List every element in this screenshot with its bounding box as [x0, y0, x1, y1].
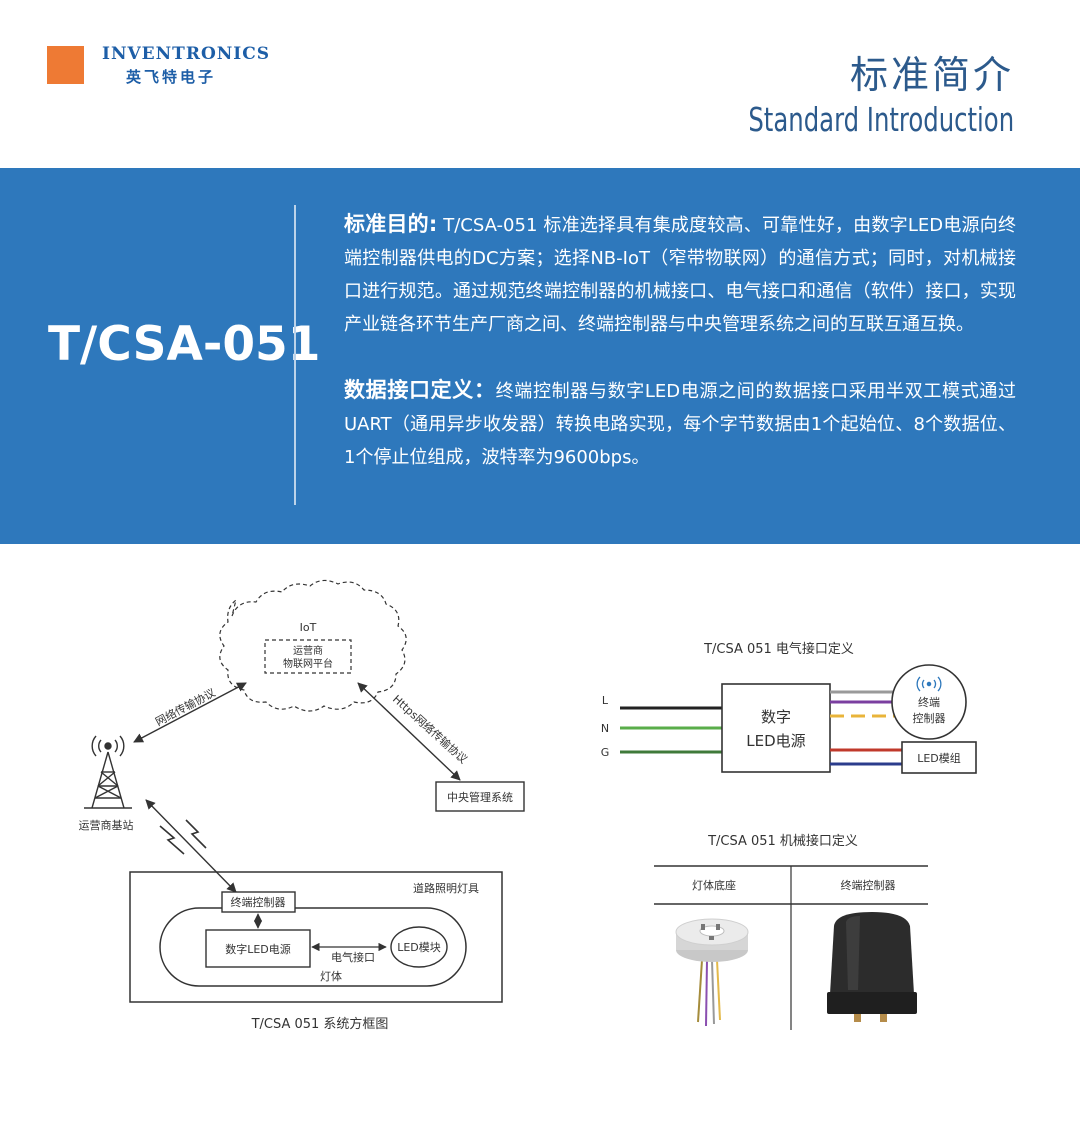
col-base-header: 灯体底座	[692, 878, 736, 892]
https-protocol-label: Https网络传输协议	[390, 692, 470, 766]
band-divider	[294, 205, 296, 505]
controller-label-1: 终端	[918, 695, 940, 709]
iot-platform-box	[264, 639, 352, 674]
base-station-label: 运营商基站	[79, 818, 134, 832]
street-light-label: 道路照明灯具	[413, 881, 479, 895]
lightning-icon	[159, 825, 185, 855]
electrical-caption: T/CSA 051 电气接口定义	[703, 641, 854, 657]
station-controller-arrow	[145, 799, 237, 893]
network-protocol-label: 网络传输协议	[153, 685, 218, 728]
wire-l-label: L	[602, 694, 609, 707]
central-system-box	[435, 781, 525, 812]
col-controller-header: 终端控制器	[841, 878, 896, 892]
platform-label-2: 物联网平台	[283, 657, 333, 670]
terminal-controller-label: 终端控制器	[231, 895, 286, 909]
driver-label-1: 数字	[761, 708, 791, 726]
base-station-icon	[84, 735, 132, 809]
interface-text: 终端控制器与数字LED电源之间的数据接口采用半双工模式通过UART（通用异步收发…	[344, 381, 1017, 468]
led-module-box-label: LED模组	[917, 751, 961, 765]
controller-label-2: 控制器	[913, 711, 946, 725]
logo-text-en: INVENTRONICS	[102, 44, 271, 64]
led-module-box	[901, 741, 977, 774]
electrical-interface-label: 电气接口	[331, 950, 375, 964]
lamp-body-shape	[159, 907, 467, 987]
interface-paragraph: 数据接口定义：终端控制器与数字LED电源之间的数据接口采用半双工模式通过UART…	[344, 374, 1016, 474]
street-light-box	[129, 871, 503, 1003]
led-driver-box	[205, 929, 311, 968]
iot-label: IoT	[300, 621, 317, 634]
system-diagram-caption: T/CSA 051 系统方框图	[251, 1016, 389, 1032]
lamp-body-label: 灯体	[320, 969, 342, 983]
standard-code: T/CSA-051	[48, 317, 321, 372]
controller-circle	[891, 664, 967, 740]
led-driver-label: 数字LED电源	[225, 942, 291, 956]
lamp-base-image	[675, 918, 749, 1027]
mechanical-caption: T/CSA 051 机械接口定义	[707, 833, 858, 849]
led-module-ellipse	[390, 926, 448, 968]
purpose-paragraph: 标准目的: T/CSA-051 标准选择具有集成度较高、可靠性好，由数字LED电…	[344, 208, 1016, 341]
intro-band	[0, 168, 1080, 544]
purpose-label: 标准目的:	[344, 212, 438, 236]
wire-g-label: G	[601, 746, 610, 759]
network-protocol-arrow	[133, 682, 247, 743]
page-title-cn: 标准简介	[849, 53, 1014, 97]
wifi-icon	[916, 676, 942, 692]
page-title-en: Standard Introduction	[748, 100, 1014, 139]
central-system-label: 中央管理系统	[447, 790, 513, 804]
wire-n-label: N	[601, 722, 609, 735]
terminal-controller-box	[221, 891, 296, 913]
led-module-label: LED模块	[397, 941, 441, 954]
platform-label-1: 运营商	[293, 644, 323, 657]
band-text: 标准目的: T/CSA-051 标准选择具有集成度较高、可靠性好，由数字LED电…	[344, 208, 1016, 474]
controller-product-image	[827, 912, 917, 1022]
interface-label: 数据接口定义：	[344, 378, 496, 402]
logo-mark	[47, 46, 84, 84]
lightning-icon-2	[185, 819, 207, 849]
https-protocol-arrow	[357, 682, 461, 781]
driver-box	[721, 683, 831, 773]
logo-text-cn: 英飞特电子	[126, 68, 217, 86]
purpose-text: T/CSA-051 标准选择具有集成度较高、可靠性好，由数字LED电源向终端控制…	[344, 215, 1016, 335]
driver-label-2: LED电源	[746, 732, 805, 750]
